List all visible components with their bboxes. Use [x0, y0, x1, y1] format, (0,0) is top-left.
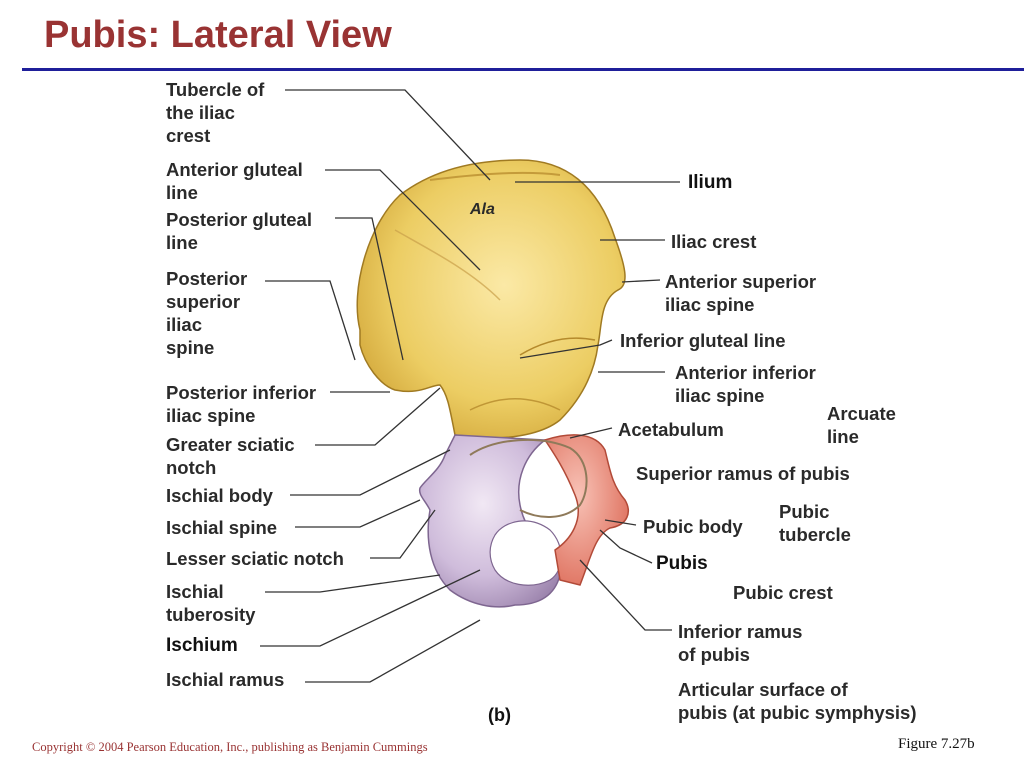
label-anterior-superior-iliac-spine: Anterior superior iliac spine [665, 271, 817, 315]
label-ischial-body: Ischial body [166, 485, 273, 506]
label-pubic-tubercle: Pubic tubercle [779, 501, 851, 545]
label-superior-ramus-of-pubis: Superior ramus of pubis [636, 463, 850, 484]
label-articular-surface-of-pubis: Articular surface of pubis (at pubic sym… [678, 679, 917, 723]
label-pubis: Pubis [656, 553, 708, 574]
label-ala: Ala [470, 201, 495, 218]
label-posterior-superior-iliac-spine: Posterior superior iliac spine [166, 268, 248, 358]
label-inferior-gluteal-line: Inferior gluteal line [620, 330, 786, 351]
leader-lines [260, 89, 680, 683]
label-inferior-ramus-of-pubis: Inferior ramus of pubis [678, 621, 803, 665]
label-arcuate-line: Arcuate line [827, 403, 896, 447]
label-iliac-crest: Iliac crest [671, 231, 757, 252]
figure-reference: Figure 7.27b [898, 736, 975, 752]
copyright-notice: Copyright © 2004 Pearson Education, Inc.… [32, 740, 428, 754]
label-posterior-inferior-iliac-spine: Posterior inferior iliac spine [166, 382, 317, 426]
label-tubercle-iliac-crest: Tubercle of the iliac crest [166, 79, 265, 146]
label-anterior-gluteal-line: Anterior gluteal line [166, 159, 303, 203]
slide-title: Pubis: Lateral View [44, 14, 392, 56]
label-pubic-body: Pubic body [643, 516, 743, 537]
label-greater-sciatic-notch: Greater sciatic notch [166, 434, 295, 478]
title-divider [22, 68, 1024, 71]
label-ischial-tuberosity: Ischial tuberosity [166, 581, 256, 625]
label-anterior-inferior-iliac-spine: Anterior inferior iliac spine [675, 362, 816, 406]
label-lesser-sciatic-notch: Lesser sciatic notch [166, 548, 344, 569]
panel-label: (b) [488, 705, 511, 725]
label-acetabulum: Acetabulum [618, 419, 724, 440]
label-ischial-spine: Ischial spine [166, 517, 278, 538]
label-ischial-ramus: Ischial ramus [166, 669, 285, 690]
pubis-region [543, 434, 629, 586]
obturator-foramen [489, 520, 562, 586]
acetabulum-rim [469, 439, 588, 518]
label-ilium: Ilium [688, 172, 733, 193]
label-ischium: Ischium [166, 635, 238, 656]
label-pubic-crest: Pubic crest [733, 582, 833, 603]
label-posterior-gluteal-line: Posterior gluteal line [166, 209, 312, 253]
ilium-region [356, 159, 626, 439]
